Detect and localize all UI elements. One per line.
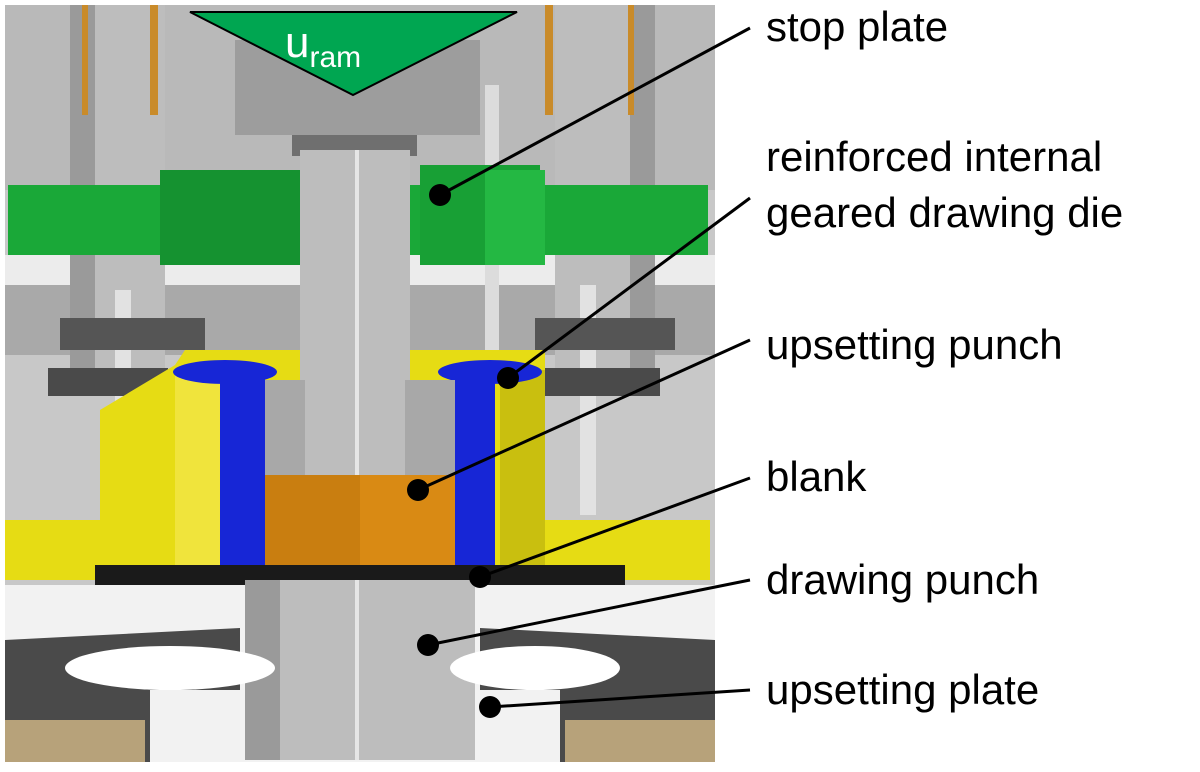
pillar-rod-right bbox=[545, 5, 553, 115]
drawing-punch-line bbox=[355, 580, 359, 760]
plate-hole-left bbox=[65, 646, 275, 690]
dot-stop-plate bbox=[429, 184, 451, 206]
dot-drawing-punch bbox=[417, 634, 439, 656]
label-reinforced-line1: reinforced internal bbox=[766, 133, 1103, 180]
inner-right-wall bbox=[405, 380, 455, 480]
ram-arrow bbox=[189, 11, 518, 97]
label-blank: blank bbox=[766, 453, 867, 500]
label-drawing-punch: drawing punch bbox=[766, 556, 1040, 603]
pillar-rod-right2 bbox=[628, 5, 634, 115]
label-reinforced-line2: geared drawing die bbox=[766, 189, 1124, 236]
reinforcement-ring-shade-right bbox=[500, 370, 545, 580]
pillar-rod-left2 bbox=[82, 5, 88, 115]
leader-drawing-punch bbox=[427, 578, 751, 647]
dot-reinforced-die bbox=[497, 367, 519, 389]
pillar-rod-left bbox=[150, 5, 158, 115]
leader-stop-plate bbox=[439, 26, 751, 197]
leader-blank bbox=[479, 476, 751, 579]
dot-upsetting-plate bbox=[479, 696, 501, 718]
plate-base-right bbox=[565, 720, 715, 762]
inner-left-wall bbox=[265, 380, 305, 480]
leader-dots bbox=[407, 184, 519, 718]
die-left bbox=[220, 372, 265, 567]
label-upsetting-plate: upsetting plate bbox=[766, 666, 1040, 713]
leader-lines bbox=[417, 26, 751, 709]
label-stop-plate: stop plate bbox=[766, 3, 949, 50]
plate-hole-right bbox=[450, 646, 620, 690]
leader-upsetting-plate bbox=[489, 688, 751, 709]
ram-label: uram bbox=[285, 20, 361, 81]
ram-symbol: u bbox=[285, 18, 310, 67]
dot-upsetting-punch bbox=[407, 479, 429, 501]
plate-base-left bbox=[5, 720, 145, 762]
stop-plate-dark-left bbox=[160, 170, 300, 265]
blank-shade bbox=[265, 475, 360, 567]
upsetting-punch-line bbox=[355, 150, 359, 480]
ring-left bbox=[60, 318, 205, 350]
separator bbox=[95, 565, 625, 585]
dot-blank bbox=[469, 566, 491, 588]
drawing-punch-shape bbox=[245, 580, 475, 760]
ram-subscript: ram bbox=[309, 41, 362, 74]
leader-reinforced-die bbox=[507, 196, 751, 380]
ring-right bbox=[535, 318, 675, 350]
reinforcement-ring-shade bbox=[175, 370, 225, 580]
collar-right bbox=[545, 368, 660, 396]
stop-plate-front bbox=[485, 170, 545, 265]
leader-upsetting-punch bbox=[417, 338, 751, 492]
label-upsetting-punch: upsetting punch bbox=[766, 321, 1063, 368]
